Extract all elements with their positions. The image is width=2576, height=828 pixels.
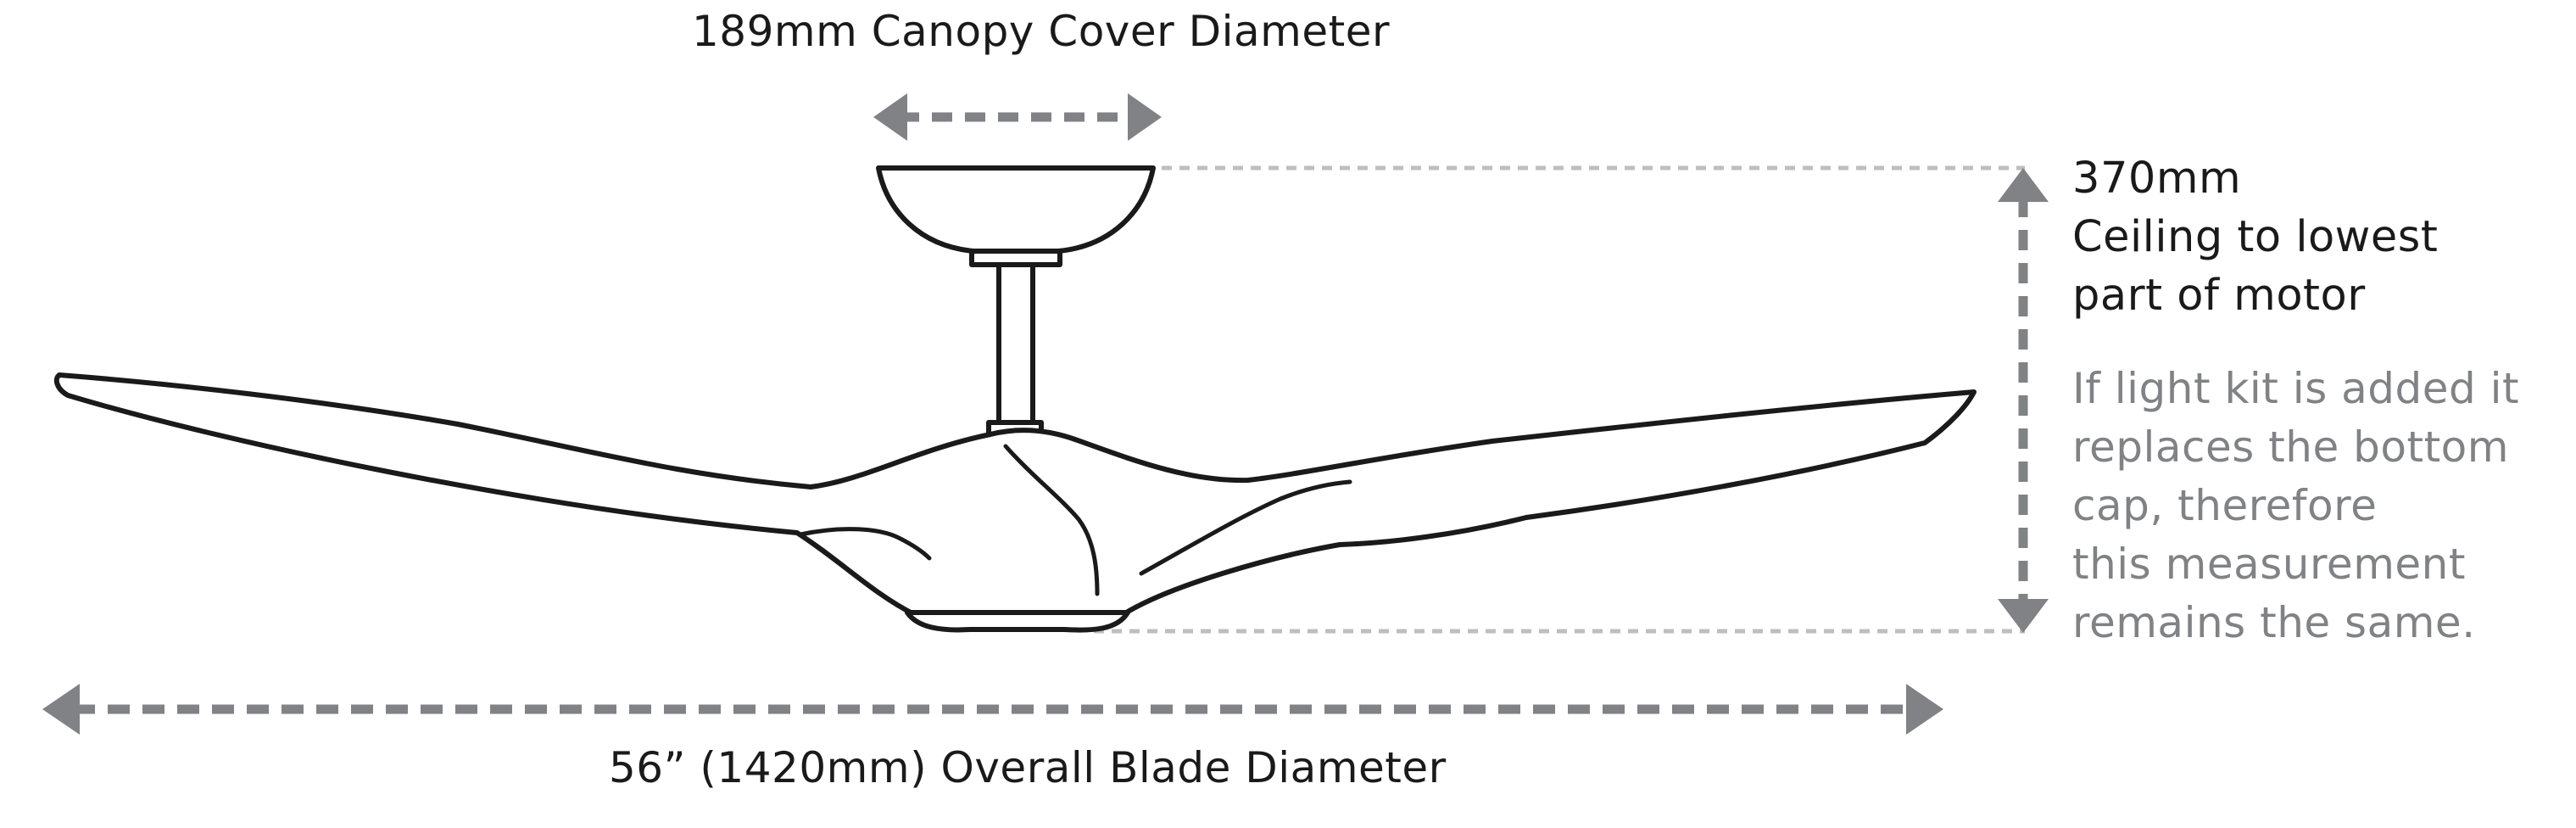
contour-line-left [798,527,932,561]
blades-and-motor-housing [53,372,1977,617]
ceiling-fan-drawing [53,165,1977,633]
guide-lines [1094,165,2025,634]
height-arrow-down-head [1998,599,2049,633]
height-label: 370mm Ceiling to lowest part of motor [2072,149,2438,325]
light-kit-note-line-3: cap, therefore [2072,481,2378,530]
blade-diameter-label: 56” (1420mm) Overall Blade Diameter [609,743,1447,792]
blade-dimension-arrow [42,684,1943,735]
contour-line-right [1139,479,1352,576]
height-arrow-up-head [1998,168,2049,202]
canopy-dimension-arrow [873,93,1162,141]
canopy-cover-label: 189mm Canopy Cover Diameter [692,7,1391,56]
height-description-line-1: Ceiling to lowest [2072,212,2439,262]
light-kit-note: If light kit is added it replaces the bo… [2072,360,2519,652]
canopy-arrow-right-head [1128,93,1162,141]
blade-arrow-right-head [1906,684,1943,735]
canopy-arrow-left-head [873,93,907,141]
downrod [996,262,1035,425]
contour-lines [798,444,1352,596]
height-value: 370mm [2072,154,2242,204]
height-dimension-arrow [1998,168,2049,633]
canopy-cover [876,165,1156,254]
contour-line-center [1003,444,1100,596]
light-kit-note-line-2: replaces the bottom [2072,422,2509,472]
light-kit-note-line-1: If light kit is added it [2072,364,2520,413]
height-description-line-2: part of motor [2072,271,2366,321]
bottom-cap [905,610,1130,633]
blade-arrow-left-head [42,684,80,735]
light-kit-note-line-4: this measurement [2072,540,2466,589]
light-kit-note-line-5: remains the same. [2072,598,2476,647]
